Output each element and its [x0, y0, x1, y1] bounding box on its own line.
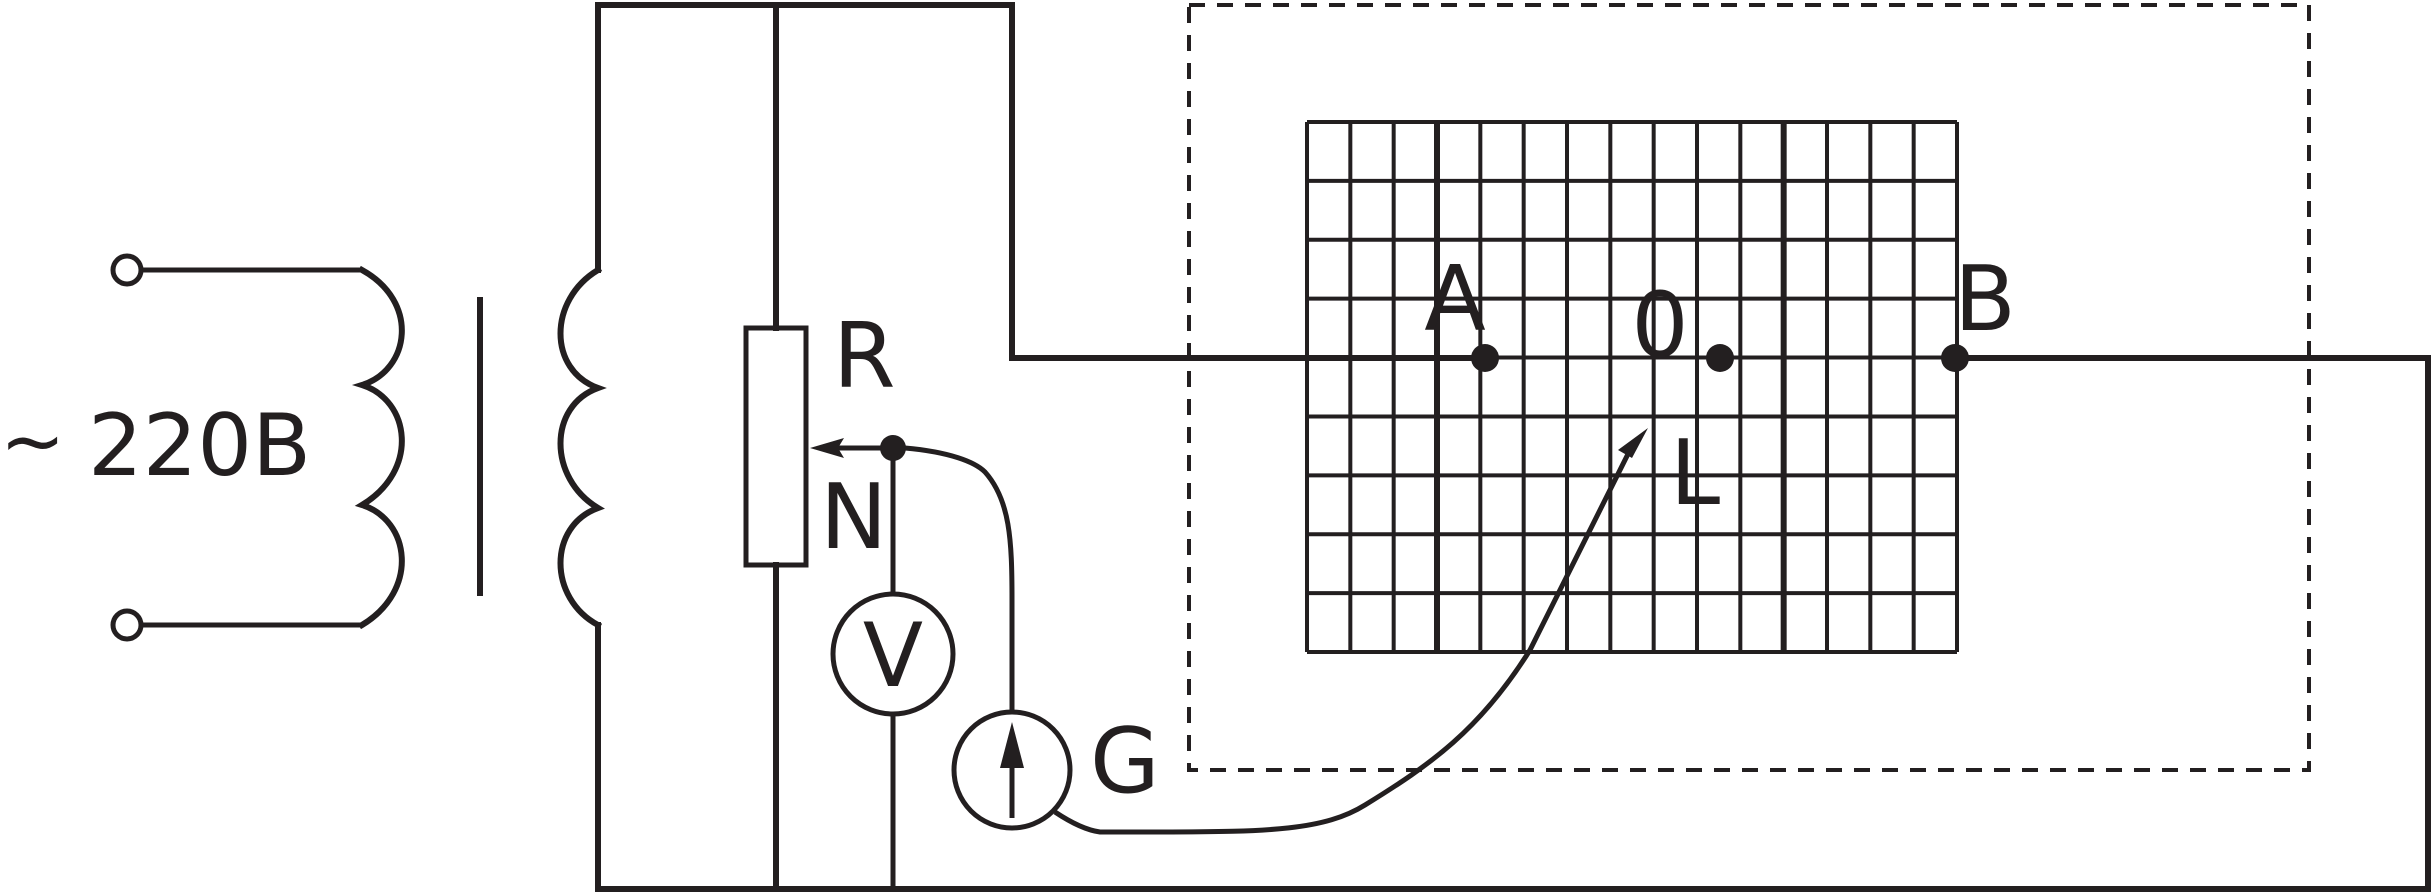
- galvanometer-lead-top: [904, 445, 1015, 712]
- top-terminal: [110, 253, 144, 287]
- label-a: A: [1424, 247, 1486, 352]
- slider-n: [810, 435, 906, 594]
- galvanometer-arrow-icon: [1000, 722, 1024, 768]
- label-n: N: [820, 465, 887, 570]
- source-terminals: [110, 253, 362, 642]
- point-b: [1941, 344, 1969, 372]
- label-g: G: [1090, 709, 1160, 814]
- galvanometer: [951, 709, 1073, 831]
- label-v: V: [863, 604, 923, 707]
- probe-arrow-icon: [1618, 428, 1648, 458]
- probe-lead: [1053, 448, 1633, 835]
- rheostat-r: [743, 325, 809, 568]
- source-voltage-label: 220B: [88, 396, 311, 496]
- secondary-coil: [557, 265, 607, 630]
- primary-coil: [351, 265, 405, 630]
- point-o: [1706, 344, 1734, 372]
- point-a: [1471, 344, 1499, 372]
- label-r: R: [833, 304, 896, 409]
- source-tilde: ~: [0, 397, 65, 487]
- circuit-wires: [595, 2, 2431, 892]
- measurement-grid: [1305, 120, 1959, 654]
- label-b: B: [1954, 247, 2016, 352]
- label-o: 0: [1631, 273, 1688, 378]
- tank-boundary: [1187, 3, 2311, 772]
- bottom-terminal: [110, 608, 144, 642]
